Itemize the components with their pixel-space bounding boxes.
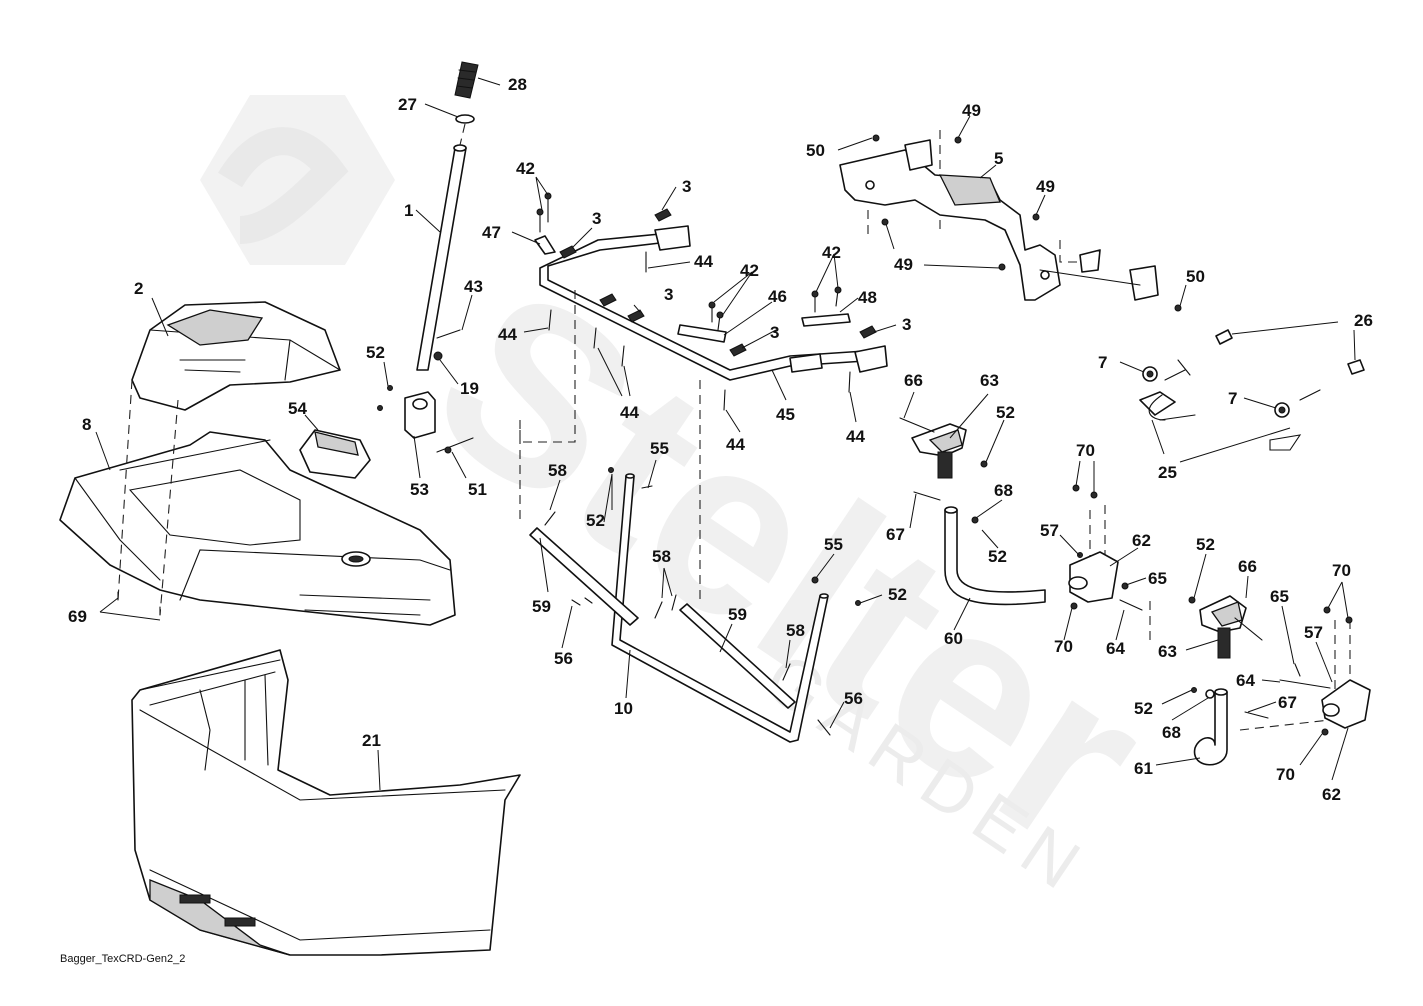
label-3: 3 [664,285,673,304]
label-63: 63 [980,371,999,390]
label-42: 42 [740,261,759,280]
label-58: 58 [652,547,671,566]
label-44: 44 [846,427,865,446]
label-3: 3 [682,177,691,196]
label-62: 62 [1322,785,1341,804]
label-51: 51 [468,480,487,499]
label-66: 66 [1238,557,1257,576]
label-70: 70 [1332,561,1351,580]
label-10: 10 [614,699,633,718]
label-59: 59 [728,605,747,624]
label-7: 7 [1098,353,1107,372]
part-54-latch [299,429,371,479]
label-1: 1 [404,201,413,220]
part-63-assembly-right [1188,595,1371,766]
label-55: 55 [650,439,669,458]
label-50: 50 [806,141,825,160]
label-55: 55 [824,535,843,554]
label-56: 56 [844,689,863,708]
part-2-cover [131,301,341,411]
part-8-lower-cover [59,379,456,626]
label-70: 70 [1276,765,1295,784]
label-3: 3 [592,209,601,228]
label-64: 64 [1236,671,1255,690]
label-63: 63 [1158,642,1177,661]
label-49: 49 [1036,177,1055,196]
label-70: 70 [1076,441,1095,460]
label-59: 59 [532,597,551,616]
label-3: 3 [770,323,779,342]
part-63-assembly-left [899,417,1143,611]
diagram-caption: Bagger_TexCRD-Gen2_2 [60,953,185,965]
label-27: 27 [398,95,417,114]
label-52: 52 [888,585,907,604]
label-21: 21 [362,731,381,750]
part-45-frame [534,192,888,411]
part-10-frame [529,467,861,743]
label-57: 57 [1040,521,1059,540]
label-65: 65 [1148,569,1167,588]
label-52: 52 [586,511,605,530]
label-3: 3 [902,315,911,334]
label-44: 44 [694,252,713,271]
label-44: 44 [498,325,517,344]
label-60: 60 [944,629,963,648]
label-49: 49 [894,255,913,274]
label-56: 56 [554,649,573,668]
part-25-springs [1139,329,1365,451]
label-44: 44 [726,435,745,454]
leader-lines [95,77,1356,791]
part-21-bag [131,649,521,956]
callout-labels: 28 27 1 2 8 69 52 43 19 54 53 51 42 47 3… [68,75,1373,804]
label-43: 43 [464,277,483,296]
label-68: 68 [994,481,1013,500]
label-69: 69 [68,607,87,626]
label-61: 61 [1134,759,1153,778]
label-67: 67 [886,525,905,544]
label-64: 64 [1106,639,1125,658]
label-7: 7 [1228,389,1237,408]
label-58: 58 [548,461,567,480]
label-67: 67 [1278,693,1297,712]
label-53: 53 [410,480,429,499]
label-52: 52 [996,403,1015,422]
label-26: 26 [1354,311,1373,330]
label-52: 52 [1196,535,1215,554]
label-54: 54 [288,399,307,418]
label-2: 2 [134,279,143,298]
label-28: 28 [508,75,527,94]
part-1-rod [416,61,479,371]
label-42: 42 [822,243,841,262]
label-8: 8 [82,415,91,434]
label-44: 44 [620,403,639,422]
label-25: 25 [1158,463,1177,482]
label-65: 65 [1270,587,1289,606]
label-47: 47 [482,223,501,242]
label-5: 5 [994,149,1003,168]
label-48: 48 [858,288,877,307]
label-52: 52 [366,343,385,362]
label-66: 66 [904,371,923,390]
label-19: 19 [460,379,479,398]
label-68: 68 [1162,723,1181,742]
label-46: 46 [768,287,787,306]
label-52: 52 [988,547,1007,566]
label-49: 49 [962,101,981,120]
label-58: 58 [786,621,805,640]
label-42: 42 [516,159,535,178]
label-50: 50 [1186,267,1205,286]
label-52: 52 [1134,699,1153,718]
label-62: 62 [1132,531,1151,550]
label-57: 57 [1304,623,1323,642]
label-45: 45 [776,405,795,424]
part-5-bracket [839,134,1182,312]
part-53-bracket [377,329,474,454]
label-70: 70 [1054,637,1073,656]
